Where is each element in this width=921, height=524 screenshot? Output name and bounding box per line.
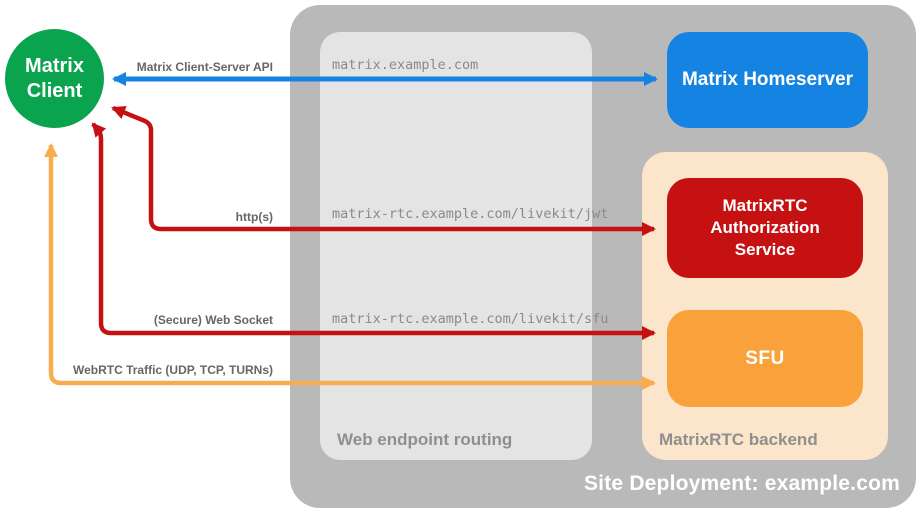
sfu-node: SFU <box>667 310 863 407</box>
endpoint-livekit-jwt: matrix-rtc.example.com/livekit/jwt <box>332 206 609 222</box>
endpoint-matrix-example-com: matrix.example.com <box>332 57 479 73</box>
matrixrtc-backend-label: MatrixRTC backend <box>659 430 818 449</box>
https-protocol-label: http(s) <box>235 210 273 224</box>
client-server-api-protocol-label: Matrix Client-Server API <box>136 60 273 74</box>
matrix-client-node: Matrix Client <box>5 29 104 128</box>
sfu-label: SFU <box>745 347 785 369</box>
endpoint-livekit-sfu: matrix-rtc.example.com/livekit/sfu <box>332 311 609 327</box>
matrix-homeserver-label: Matrix Homeserver <box>681 69 854 90</box>
matrix-client-label: Matrix Client <box>25 54 84 102</box>
matrix-homeserver-node: Matrix Homeserver <box>667 32 868 128</box>
matrixrtc-authorization-service-label: MatrixRTC Authorization Service <box>710 195 820 260</box>
site-deployment-label: Site Deployment: example.com <box>583 472 900 495</box>
webrtc-traffic-protocol-label: WebRTC Traffic (UDP, TCP, TURNs) <box>72 363 273 377</box>
web-endpoint-routing-panel: Web endpoint routing <box>320 32 592 460</box>
web-endpoint-routing-label: Web endpoint routing <box>337 430 513 449</box>
websocket-protocol-label: (Secure) Web Socket <box>153 313 273 327</box>
matrixrtc-authorization-service-node: MatrixRTC Authorization Service <box>667 178 863 278</box>
